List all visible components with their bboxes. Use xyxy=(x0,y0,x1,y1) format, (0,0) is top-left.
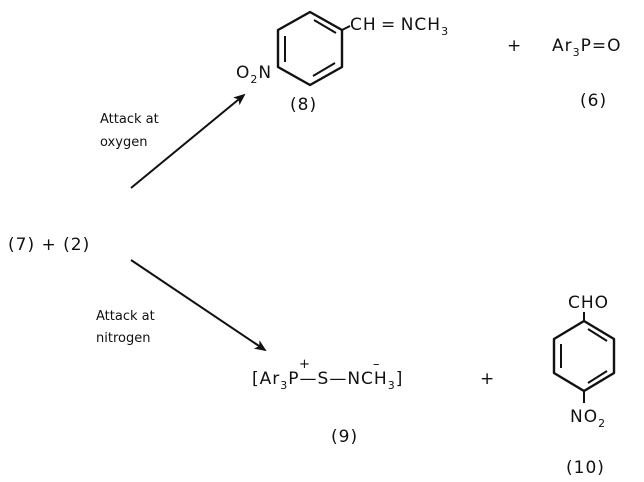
compound-8-no2: O2N xyxy=(236,63,272,86)
ring-10-double-bond-a xyxy=(587,328,608,342)
ring-8-double-bond-a xyxy=(313,19,337,34)
compound-8-ch-nch3: CH = NCH3 xyxy=(350,15,449,38)
compound-10-structure xyxy=(552,312,616,403)
compound-6-number: (6) xyxy=(580,91,607,111)
ring-10-double-bond-b xyxy=(587,370,608,384)
benzene-ring-8 xyxy=(276,10,344,87)
compound-8-structure xyxy=(276,10,351,87)
plus-top: + xyxy=(507,36,522,56)
label-attack-nitrogen-line2: nitrogen xyxy=(96,331,150,346)
label-attack-nitrogen-line1: Attack at xyxy=(96,309,155,324)
label-attack-oxygen-line2: oxygen xyxy=(100,135,147,150)
compound-9-formula: [Ar3P—S—NCH3] xyxy=(252,369,403,392)
reactants-label: (7) + (2) xyxy=(8,235,90,255)
compound-9-n-charge: – xyxy=(373,357,380,372)
compound-9-p-charge: + xyxy=(299,357,310,372)
benzene-ring-10 xyxy=(552,319,616,393)
ring-8-substituent-bond xyxy=(341,25,351,31)
ring-8-double-bond-b xyxy=(312,62,336,77)
compound-6-formula: Ar3P=O xyxy=(552,36,622,59)
plus-bottom: + xyxy=(480,369,495,389)
compound-10-cho: CHO xyxy=(568,293,609,313)
compound-8-number: (8) xyxy=(290,95,317,115)
arrow-attack-oxygen xyxy=(130,93,246,189)
compound-9-number: (9) xyxy=(331,427,358,447)
compound-10-number: (10) xyxy=(566,458,605,478)
label-attack-oxygen-line1: Attack at xyxy=(100,112,159,127)
arrow-attack-nitrogen xyxy=(130,259,267,352)
compound-10-no2: NO2 xyxy=(570,407,606,430)
